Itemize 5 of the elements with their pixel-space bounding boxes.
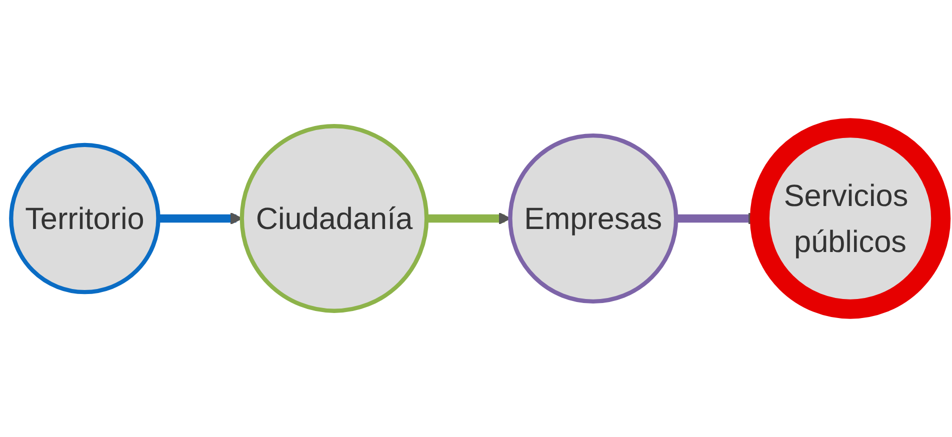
node-circle: Servicios públicos [750,118,951,319]
node-circle: Ciudadanía [240,124,429,313]
node-circle: Territorio [9,142,160,294]
node-circle: Empresas [508,133,678,304]
arrow [158,212,242,225]
